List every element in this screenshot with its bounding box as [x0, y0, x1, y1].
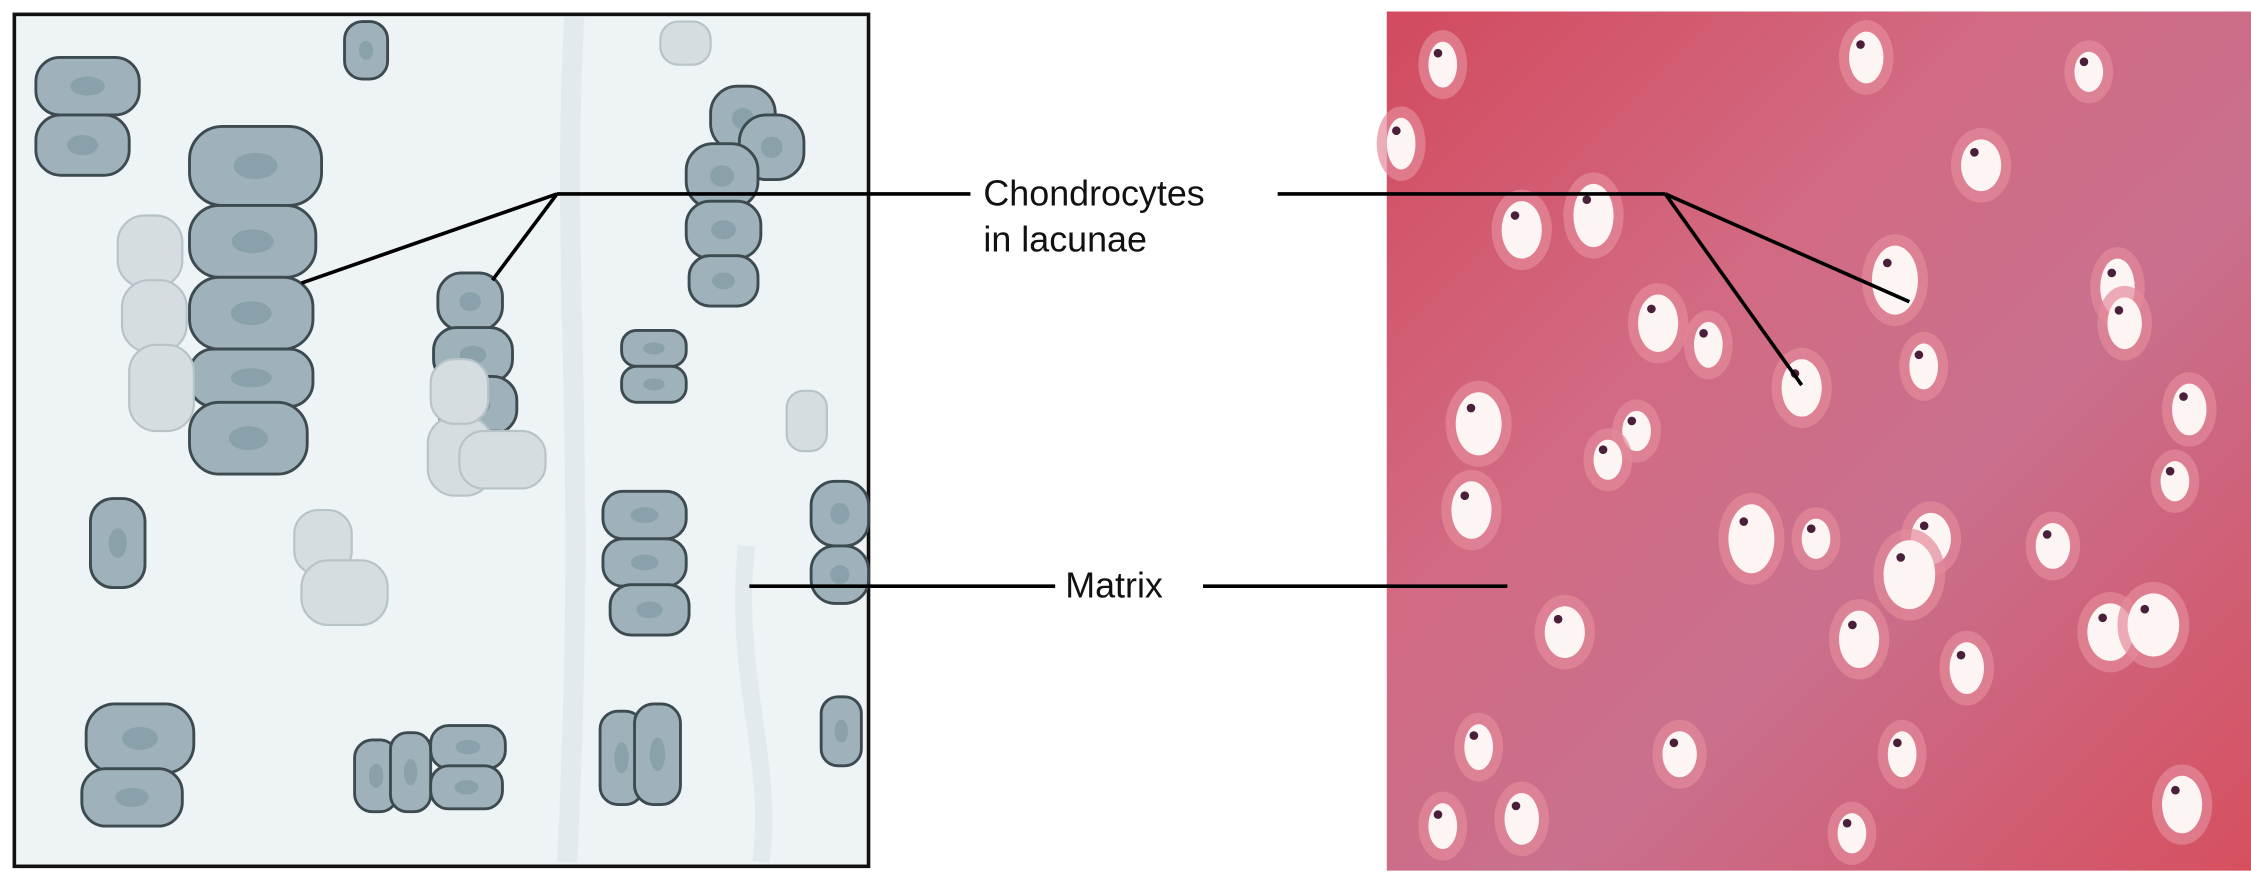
chondrocyte [128, 343, 195, 433]
chondrocyte [659, 20, 712, 66]
lacuna [1838, 610, 1880, 669]
lacuna [1849, 31, 1884, 84]
chondrocyte [458, 429, 547, 490]
chondrocyte [429, 358, 490, 425]
label-matrix: Matrix [1065, 566, 1163, 606]
illustration-panel [12, 12, 871, 869]
lacuna [1501, 201, 1542, 259]
lacunae [1376, 20, 2217, 865]
lacuna [1909, 343, 1939, 390]
lacuna [2160, 461, 2190, 502]
chondrocyte [785, 389, 828, 453]
lacuna [1949, 642, 1984, 694]
lacuna [1386, 117, 1416, 170]
lacuna [1872, 245, 1918, 315]
lacuna [1638, 294, 1679, 352]
label-chondrocytes-line2: in lacunae [983, 219, 1147, 259]
chondrocyte [120, 279, 188, 354]
lacuna [1451, 481, 1492, 539]
lacuna [1544, 606, 1585, 659]
lacuna [1455, 392, 1502, 456]
lacuna [2127, 593, 2180, 657]
lacuna [1887, 731, 1917, 778]
lacuna [2172, 383, 2207, 436]
chondrocyte [300, 559, 389, 627]
lacuna [2161, 775, 2203, 834]
lacuna [1728, 504, 1775, 574]
lacuna [1593, 439, 1623, 480]
leader-lines [300, 192, 1911, 588]
lacuna [2074, 51, 2104, 92]
lacuna [1693, 321, 1723, 368]
lacuna [1801, 518, 1831, 559]
lacuna [1464, 724, 1494, 771]
lacuna [1662, 731, 1697, 778]
label-chondrocytes-in-lacunae: Chondrocytes [983, 173, 1204, 213]
lacuna [2035, 522, 2071, 569]
chondrocyte [116, 214, 184, 289]
lacuna [2107, 297, 2142, 350]
lacuna [1428, 41, 1458, 88]
micrograph-matrix [1386, 11, 2251, 871]
lacuna [1428, 803, 1458, 850]
lacuna [1883, 540, 1936, 610]
micrograph-panel [1376, 11, 2251, 871]
lacuna [1837, 813, 1867, 854]
faded-chondrocyte-cells [116, 20, 828, 627]
lacuna [1961, 139, 2002, 192]
lacuna [1504, 793, 1539, 845]
